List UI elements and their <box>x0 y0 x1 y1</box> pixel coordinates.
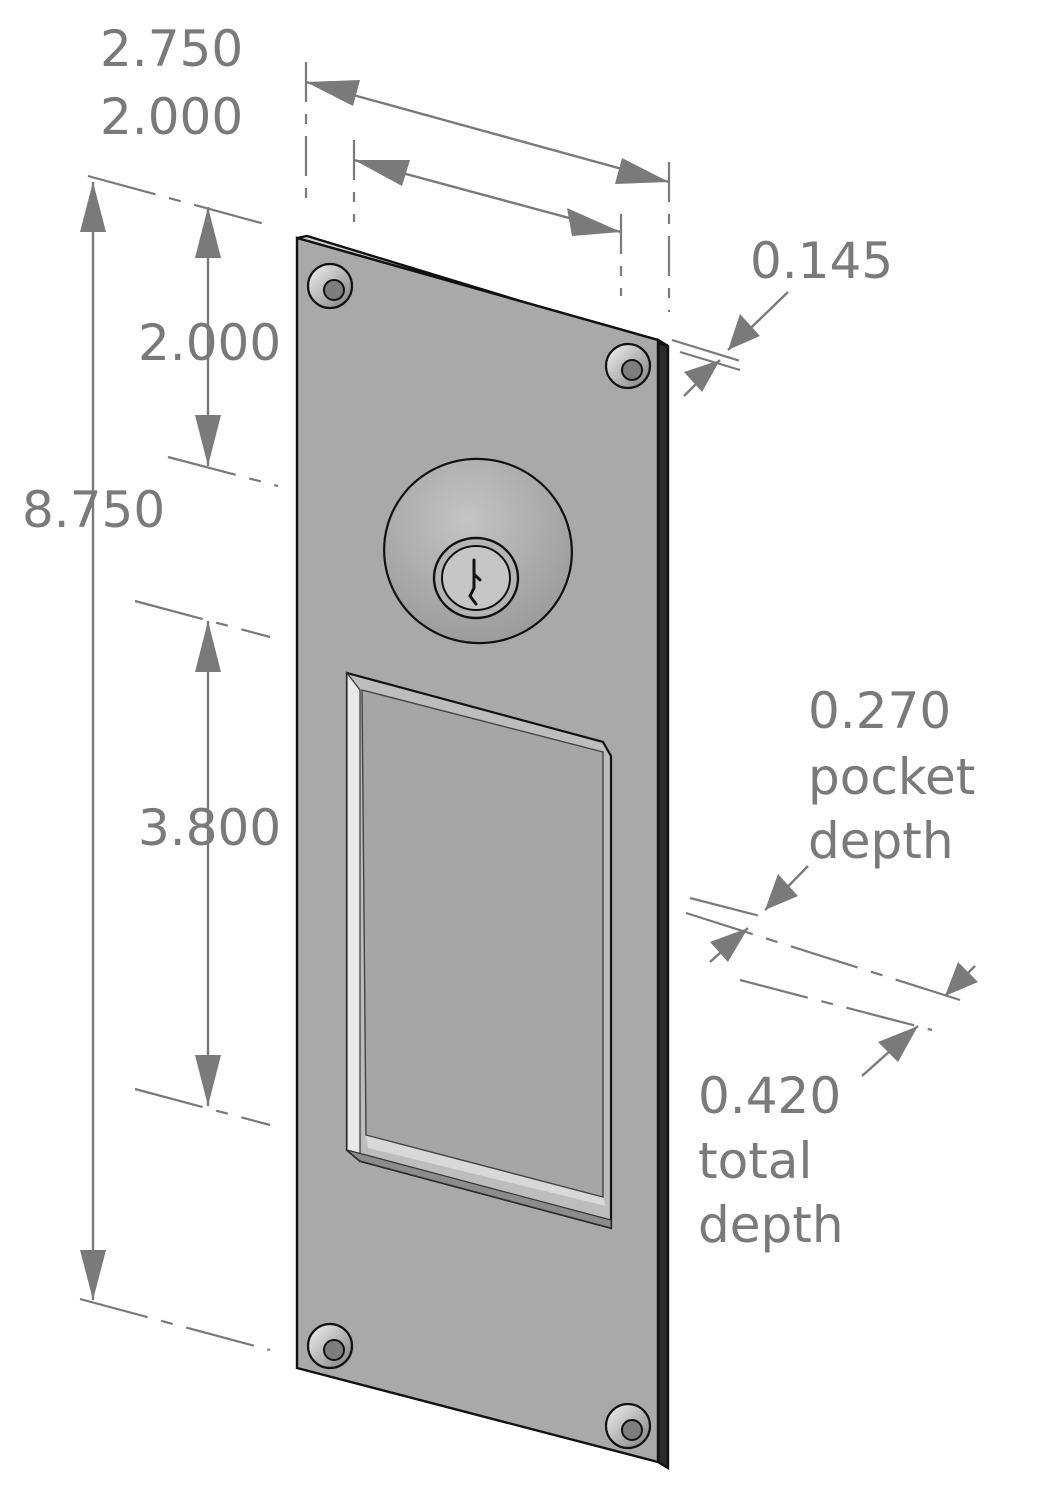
arrow-icon <box>567 208 621 236</box>
label-plate-width: 2.750 <box>100 20 243 78</box>
arrowheads <box>80 80 978 1300</box>
pull-pocket <box>345 671 613 1230</box>
label-pocket-depth-word-1: pocket <box>808 748 975 806</box>
extension-lines <box>79 62 961 1352</box>
screw-hole-top-right <box>604 342 652 390</box>
label-total-depth-word-1: total <box>698 1132 812 1190</box>
screw-hole-bottom-right <box>604 1402 652 1450</box>
label-pocket-depth-value: 0.270 <box>808 682 951 740</box>
screw-hole-top-left <box>306 262 354 310</box>
arrow-icon <box>765 874 798 910</box>
label-top-to-lock: 2.000 <box>138 314 281 372</box>
arrow-icon <box>306 80 360 106</box>
arrow-icon <box>195 207 221 258</box>
label-overall-height: 8.750 <box>22 481 165 539</box>
plate-edge-side <box>656 337 670 1471</box>
arrow-icon <box>80 182 106 232</box>
keyway-icon <box>468 558 482 606</box>
arrow-icon <box>945 962 978 996</box>
arrow-icon <box>195 621 221 672</box>
arrow-icon <box>728 314 760 350</box>
arrow-icon <box>684 360 720 392</box>
arrow-icon <box>195 415 221 466</box>
label-total-depth-word-2: depth <box>698 1196 844 1254</box>
flush-pull-plate <box>295 234 670 1471</box>
lock-cylinder <box>383 457 573 645</box>
label-pocket-height: 3.800 <box>138 799 281 857</box>
label-plate-thickness: 0.145 <box>750 232 893 290</box>
arrow-icon <box>710 928 748 962</box>
arrow-icon <box>615 158 669 184</box>
arrow-icon <box>80 1250 106 1300</box>
label-total-depth-value: 0.420 <box>698 1067 841 1125</box>
arrow-icon <box>195 1055 221 1106</box>
arrow-icon <box>878 1026 918 1062</box>
dimension-labels: 2.750 2.000 0.145 2.000 8.750 3.800 0.27… <box>22 20 975 1254</box>
label-hole-spacing-width: 2.000 <box>100 88 243 146</box>
label-pocket-depth-word-2: depth <box>808 812 954 870</box>
screw-hole-bottom-left <box>306 1322 354 1370</box>
arrow-icon <box>354 160 410 186</box>
dim-line-plate-width <box>305 80 670 184</box>
